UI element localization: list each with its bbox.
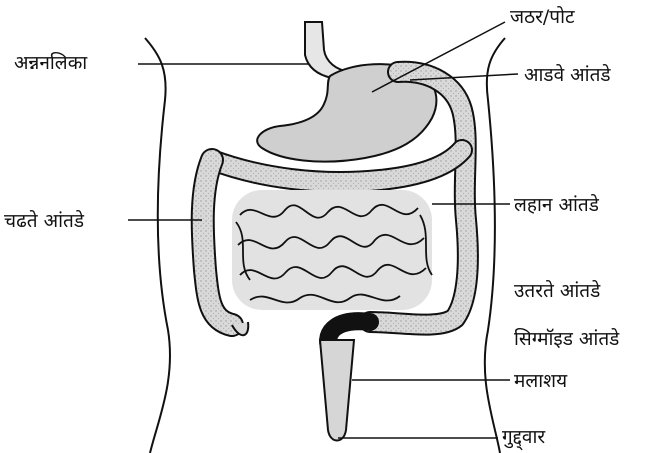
- label-esophagus: अन्ननलिका: [14, 54, 87, 73]
- label-ascending-colon: चढते आंतडे: [4, 212, 84, 231]
- label-stomach: जठर/पोट: [510, 8, 575, 27]
- small-intestine-shape: [232, 190, 432, 310]
- rectum-shape: [320, 340, 354, 441]
- label-anus: गुद्द्वार: [502, 428, 545, 447]
- label-rectum: मलाशय: [514, 372, 567, 391]
- label-small-intestine: लहान आंतडे: [514, 196, 599, 215]
- label-sigmoid-colon: सिग्मॉइड आंतडे: [514, 330, 619, 349]
- label-transverse-colon: आडवे आंतडे: [524, 66, 611, 85]
- label-descending-colon: उतरते आंतडे: [514, 282, 600, 301]
